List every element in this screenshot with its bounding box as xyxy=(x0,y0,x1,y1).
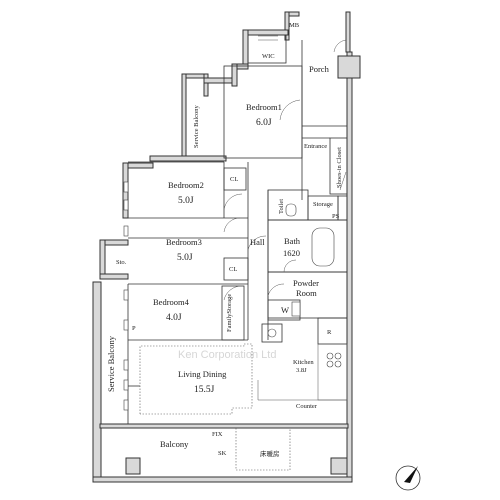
sk-label: SK xyxy=(218,450,227,457)
storage-label: Storage xyxy=(313,201,333,208)
wic-label: WIC xyxy=(262,53,275,60)
bedroom2-label: Bedroom2 xyxy=(168,180,204,190)
toilet-label: Toilet xyxy=(278,199,285,214)
bedroom3-label: Bedroom3 xyxy=(166,237,202,247)
fix-label: FIX xyxy=(212,431,223,438)
bath-label: Bath xyxy=(284,236,301,246)
kitchen-size: 3.8J xyxy=(296,367,307,374)
familystorage-label: FamilyStorage xyxy=(226,294,233,332)
bedroom4-label: Bedroom4 xyxy=(153,297,190,307)
shoes-in-closet-label: Shoes-in Closet xyxy=(336,147,343,188)
service-balcony-top-label: Service Balcony xyxy=(193,104,200,148)
doors xyxy=(223,39,347,301)
r-label: R xyxy=(327,329,332,336)
balcony-label: Balcony xyxy=(160,439,189,449)
entrance-label: Entrance xyxy=(304,143,327,150)
powder-room-label-2: Room xyxy=(296,288,317,298)
porch-label: Porch xyxy=(309,64,330,74)
bedroom1-size: 6.0J xyxy=(256,118,272,128)
floor-heating-label: 床暖房 xyxy=(260,449,280,458)
cl-label-1: CL xyxy=(230,176,238,183)
window-marks xyxy=(123,181,129,411)
ps-label: PS xyxy=(332,213,340,220)
bedroom4-size: 4.0J xyxy=(166,313,182,323)
bedroom2-size: 5.0J xyxy=(178,196,194,206)
counter-label: Counter xyxy=(296,403,318,410)
living-dining-label: Living Dining xyxy=(178,369,227,379)
w-label: W xyxy=(281,305,289,315)
p-label: P xyxy=(132,325,136,332)
service-balcony-left-label: Service Balcony xyxy=(106,335,116,392)
watermark: Ken Corporation Ltd xyxy=(178,349,276,361)
floor-heating-area xyxy=(139,343,291,471)
sto-label: Sto. xyxy=(116,259,127,266)
kitchen-label: Kitchen xyxy=(293,359,314,366)
mb-label: MB xyxy=(289,22,300,29)
bath-size: 1620 xyxy=(283,248,300,258)
cl-label-3: CL xyxy=(229,266,237,273)
bedroom1-label: Bedroom1 xyxy=(246,102,282,112)
fixtures xyxy=(258,35,342,368)
hall-label: Hall xyxy=(250,237,265,247)
north-arrow-icon xyxy=(395,465,421,491)
powder-room-label-1: Powder xyxy=(293,278,319,288)
bedroom3-size: 5.0J xyxy=(177,253,193,263)
interior-walls xyxy=(127,34,348,424)
living-dining-size: 15.5J xyxy=(194,385,215,395)
outer-walls xyxy=(92,11,361,483)
